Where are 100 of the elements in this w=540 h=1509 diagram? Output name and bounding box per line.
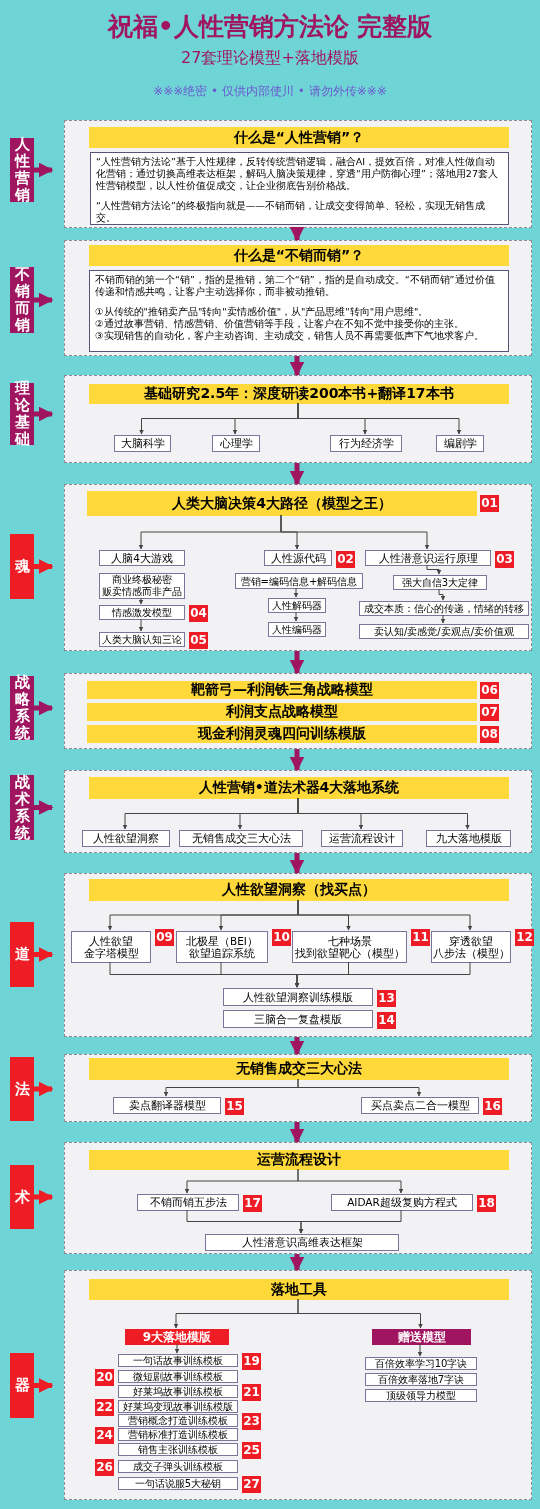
arrow	[297, 1298, 423, 1329]
box-label: 一句话故事训练模板	[133, 1355, 223, 1366]
box-label: 八步法（模型）	[432, 947, 510, 959]
text-panel	[90, 152, 509, 225]
arrow	[293, 611, 299, 622]
section-panel	[64, 1142, 532, 1254]
number-badge: 10	[272, 929, 291, 946]
paragraph: 不销而销的第一个“销”，指的是推销，第二个“销”，指的是自动成交。“不销而销”通过价值传递和情感共鸣，让客户主动选择你，而非被动推销。	[95, 274, 496, 298]
box-label: 九大落地模版	[435, 833, 502, 844]
box-label: 无销售成交三大心法	[191, 833, 291, 844]
header-bar	[89, 384, 509, 404]
box-label: 不销而销五步法	[149, 1197, 227, 1208]
number-badge: 23	[242, 1413, 261, 1430]
section-tag	[10, 922, 34, 987]
header-bar	[89, 1150, 509, 1170]
arrow	[293, 587, 299, 598]
box-label: 战略系统	[13, 674, 31, 742]
box-label: 无销售成交三大心法	[236, 1060, 362, 1078]
number-badge: 01	[480, 495, 499, 512]
number-badge: 20	[95, 1369, 114, 1386]
section-panel	[64, 375, 532, 463]
box-label: 人脑4大游戏	[111, 552, 173, 564]
arrow	[297, 899, 473, 931]
arrow	[294, 961, 471, 988]
box-label: 贩卖情感而非产品	[102, 586, 182, 598]
arrow	[34, 1189, 54, 1205]
title: 祝福•人性营销方法论 完整版	[106, 11, 434, 43]
arrow	[289, 853, 305, 875]
header-bar	[89, 879, 509, 901]
box-label: 好莱坞故事训练模板	[133, 1386, 223, 1397]
number-badge: 03	[495, 551, 514, 568]
paragraph: ①从传统的"推销卖产品"转向"卖情感价值"，从"产品思维"转向"用户思维"。	[95, 306, 430, 318]
header-bar	[89, 1058, 509, 1080]
arrow	[34, 947, 54, 962]
subtitle: 27套理论模型+落地模版	[180, 48, 360, 69]
box-label: 基础研究2.5年：深度研读200本书+翻译17本书	[144, 385, 454, 403]
box-label: 人类大脑决策4大路径（模型之王）	[172, 494, 392, 513]
number-badge: 13	[377, 990, 396, 1007]
box-label: 欲望追踪系统	[189, 947, 255, 959]
arrow	[34, 800, 54, 815]
box-label: 利润支点战略模型	[226, 703, 338, 721]
number-badge: 08	[480, 726, 499, 743]
model-box	[330, 435, 402, 452]
box-label: 9大落地模版	[142, 1328, 212, 1346]
arrow	[289, 356, 305, 377]
number-badge: 04	[189, 605, 208, 622]
arrow	[440, 614, 446, 624]
arrow	[289, 1037, 305, 1056]
section-panel	[64, 873, 532, 1037]
number-badge: 16	[483, 1098, 502, 1115]
model-box	[235, 573, 363, 589]
box-label: 人性欲望洞察训练模版	[243, 991, 353, 1003]
box-label: 成交本质：信心的传递，情绪的转移	[364, 603, 524, 614]
box-label: 什么是“人性营销”？	[233, 128, 365, 147]
paragraph: “人性营销方法论”的终极指向就是——不销而销，让成交变得简单、轻松，实现无销售成交。	[96, 200, 486, 224]
box-label: 赠送模型	[397, 1328, 446, 1346]
box-label: 人性欲望洞察	[93, 833, 159, 844]
arrow	[34, 162, 54, 178]
arrow	[138, 618, 144, 632]
box-label: 行为经济学	[338, 438, 394, 449]
arrow	[297, 402, 462, 435]
category-label	[372, 1329, 471, 1345]
model-box	[268, 622, 326, 637]
box-label: 卖认知/卖感觉/卖观点/卖价值观	[373, 626, 515, 637]
box-label: 卖点翻译器模型	[128, 1100, 206, 1111]
model-box	[205, 1234, 399, 1251]
arrow	[34, 292, 54, 308]
box-label: 运营流程设计	[257, 1151, 341, 1169]
section-panel	[64, 240, 532, 356]
model-box	[359, 601, 529, 616]
box-label: 情感激发模型	[112, 607, 172, 618]
number-badge: 24	[95, 1427, 114, 1444]
box-label: 强大自信3大定律	[401, 577, 479, 588]
box-label: 人性营销•道法术器4大落地系统	[198, 779, 400, 797]
box-label: 顶级领导力模型	[386, 1390, 456, 1401]
arrow	[34, 1378, 54, 1393]
box-label: 运营流程设计	[329, 833, 395, 844]
header-bar	[89, 1279, 509, 1300]
box-label: 理论基础	[13, 380, 31, 448]
model-box	[393, 575, 487, 590]
box-label: 人性欲望洞察（找买点）	[222, 881, 376, 899]
section-panel	[64, 120, 532, 228]
box-label: 器	[14, 1377, 30, 1394]
header-bar	[89, 777, 509, 799]
number-badge: 15	[225, 1098, 244, 1115]
number-badge: 07	[480, 704, 499, 721]
box-label: 成交子弹头训练模板	[133, 1461, 223, 1472]
number-badge: 25	[242, 1442, 261, 1459]
paragraph: ③实现销售的自动化，客户主动咨询、主动成交，销售人员不再需要低声下气地求客户。	[95, 330, 485, 342]
arrow	[438, 588, 446, 601]
box-label: 百倍效率学习10字诀	[374, 1358, 468, 1369]
box-label: 销售主张训练模板	[138, 1444, 218, 1455]
arrow	[417, 1343, 423, 1357]
box-label: 心理学	[219, 438, 253, 449]
number-badge: 26	[95, 1459, 114, 1476]
section-panel	[64, 484, 532, 651]
header-bar	[89, 245, 509, 266]
model-box	[436, 435, 484, 452]
box-label: 魂	[14, 558, 30, 575]
model-box	[114, 435, 171, 452]
